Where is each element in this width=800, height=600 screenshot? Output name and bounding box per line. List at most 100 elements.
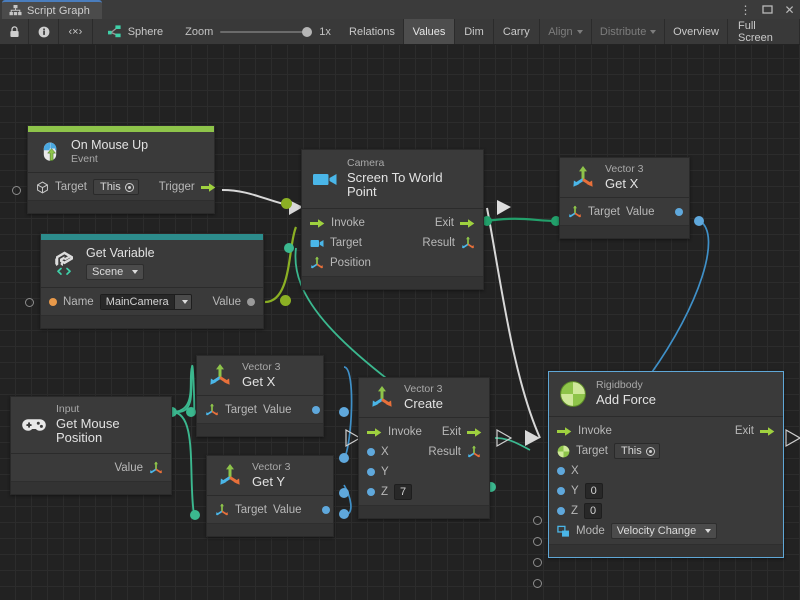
node-subtitle: Vector 3 bbox=[242, 361, 281, 373]
node-screen-to-world-point[interactable]: Camera Screen To World Point Invoke Exit bbox=[301, 149, 484, 291]
row-z: Z 7 bbox=[359, 482, 489, 502]
port-dot-getvariable-value-out[interactable] bbox=[280, 295, 291, 306]
zoom-slider-knob[interactable] bbox=[302, 26, 313, 37]
vector3-port-icon[interactable] bbox=[461, 236, 475, 250]
edge-mouse-to-getx-target bbox=[177, 364, 196, 413]
node-get-mouse-position[interactable]: Input Get Mouse Position Value bbox=[10, 396, 172, 496]
port-stub-addforce-y[interactable] bbox=[533, 537, 542, 546]
node-get-variable[interactable]: Get Variable Scene Name MainCamera bbox=[40, 233, 264, 329]
port-dot-stwp-position[interactable] bbox=[284, 243, 294, 253]
variable-name-combo[interactable]: MainCamera bbox=[99, 293, 192, 310]
camera-port-icon[interactable] bbox=[310, 238, 324, 249]
port-dot-create-result-out[interactable] bbox=[486, 482, 496, 492]
tab-script-graph[interactable]: Script Graph bbox=[2, 0, 102, 19]
node-vector3-create[interactable]: Vector 3 Create Invoke Exit bbox=[358, 377, 490, 520]
toolbar-button-align[interactable]: Align bbox=[540, 19, 593, 44]
flow-in-arrow-icon[interactable] bbox=[367, 427, 382, 438]
flow-out-arrow-icon[interactable] bbox=[467, 427, 482, 438]
vector3-port-icon[interactable] bbox=[205, 403, 219, 417]
port-dot-create-y-in[interactable] bbox=[339, 488, 349, 498]
vector3-port-icon[interactable] bbox=[215, 503, 229, 517]
node-footer bbox=[302, 276, 483, 290]
flow-out-arrow-icon[interactable] bbox=[460, 218, 475, 229]
port-dot-y[interactable] bbox=[557, 487, 565, 495]
port-dot-value[interactable] bbox=[321, 506, 330, 515]
port-dot-z[interactable] bbox=[367, 488, 375, 497]
row-invoke-exit: Invoke Exit bbox=[302, 213, 483, 233]
node-vector3-get-y[interactable]: Vector 3 Get Y bbox=[206, 455, 334, 538]
port-dot-name[interactable] bbox=[49, 297, 57, 306]
target-value-field[interactable]: This bbox=[92, 179, 139, 196]
port-dot-x[interactable] bbox=[557, 467, 565, 475]
mode-dropdown[interactable]: Velocity Change bbox=[610, 523, 718, 539]
chevron-down-icon[interactable] bbox=[173, 294, 191, 309]
vector3-port-icon[interactable] bbox=[467, 445, 481, 459]
port-dot-create-x-in[interactable] bbox=[339, 453, 349, 463]
row-position: Position bbox=[302, 253, 483, 273]
port-dot-value[interactable] bbox=[674, 208, 683, 217]
toolbar-button-carry[interactable]: Carry bbox=[494, 19, 540, 44]
port-stub-onmouseup-target[interactable] bbox=[12, 186, 21, 195]
source-code-button[interactable]: ‹×› bbox=[59, 19, 93, 44]
node-body: Target This Trigger bbox=[28, 173, 216, 201]
lock-button[interactable] bbox=[0, 19, 30, 44]
node-vector3-get-x-top[interactable]: Vector 3 Get X bbox=[559, 157, 690, 240]
port-dot-getx-value-out[interactable] bbox=[694, 216, 704, 226]
gameobject-icon bbox=[36, 181, 49, 194]
graph-object-selector[interactable]: Sphere bbox=[93, 19, 175, 44]
toolbar-button-full-screen[interactable]: Full Screen bbox=[728, 19, 800, 44]
flow-out-arrow-icon[interactable] bbox=[760, 426, 775, 437]
node-header: Vector 3 Create bbox=[359, 378, 489, 419]
node-vector3-get-x-mid[interactable]: Vector 3 Get X bbox=[196, 355, 324, 438]
flow-in-arrow-icon[interactable] bbox=[557, 426, 572, 437]
port-dot-value[interactable] bbox=[247, 297, 255, 306]
port-dot-gety-value-out[interactable] bbox=[339, 509, 349, 519]
port-dot-z[interactable] bbox=[557, 507, 565, 515]
port-dot-x[interactable] bbox=[367, 448, 375, 457]
row-z: Z 0 bbox=[549, 501, 783, 521]
window-maximize-icon[interactable] bbox=[761, 3, 774, 16]
port-dot-y[interactable] bbox=[367, 468, 375, 477]
port-dot-gety-target-in[interactable] bbox=[190, 510, 200, 520]
node-subtitle: Input bbox=[56, 403, 80, 415]
window-menu-icon[interactable]: ⋮ bbox=[739, 2, 752, 17]
info-button[interactable] bbox=[29, 19, 60, 44]
enum-port-icon[interactable] bbox=[557, 525, 570, 538]
z-value-field[interactable]: 7 bbox=[394, 484, 413, 501]
variable-kind-dropdown[interactable]: Scene bbox=[86, 263, 145, 280]
toolbar-button-distribute[interactable]: Distribute bbox=[592, 19, 665, 44]
vector3-port-icon[interactable] bbox=[310, 256, 324, 270]
graph-canvas[interactable]: On Mouse Up Event Target This bbox=[0, 45, 800, 600]
node-on-mouse-up[interactable]: On Mouse Up Event Target This bbox=[27, 125, 216, 215]
rigidbody-port-icon[interactable] bbox=[557, 445, 570, 458]
window-close-icon[interactable]: ✕ bbox=[784, 2, 795, 17]
port-stub-getvariable-name[interactable] bbox=[25, 298, 34, 307]
object-picker-icon[interactable] bbox=[645, 446, 655, 456]
node-add-force[interactable]: Rigidbody Add Force Invoke Exit bbox=[548, 371, 784, 558]
port-dot-getx-target-in[interactable] bbox=[551, 216, 561, 226]
tab-label: Script Graph bbox=[27, 4, 90, 17]
toolbar-button-dim[interactable]: Dim bbox=[455, 19, 494, 44]
toolbar-button-values[interactable]: Values bbox=[403, 19, 456, 44]
port-dot-stwp-target[interactable] bbox=[281, 198, 292, 209]
z-value-field[interactable]: 0 bbox=[584, 503, 603, 519]
vector3-port-icon[interactable] bbox=[149, 461, 163, 475]
zoom-slider[interactable] bbox=[220, 26, 313, 38]
vector3-port-icon[interactable] bbox=[568, 205, 582, 219]
object-picker-icon[interactable] bbox=[124, 182, 134, 192]
port-stub-addforce-mode[interactable] bbox=[533, 579, 542, 588]
target-value-field[interactable]: This bbox=[613, 443, 660, 459]
y-value-field[interactable]: 0 bbox=[584, 483, 603, 499]
zoom-control[interactable]: Zoom 1x bbox=[175, 19, 341, 44]
toolbar-button-relations[interactable]: Relations bbox=[341, 19, 404, 44]
port-dot-stwp-result-out[interactable] bbox=[482, 216, 492, 226]
flow-in-arrow-icon[interactable] bbox=[310, 218, 325, 229]
port-dot-getx-mid-value-out[interactable] bbox=[339, 407, 349, 417]
port-dot-getx-mid-target-in[interactable] bbox=[186, 407, 196, 417]
port-stub-addforce-z[interactable] bbox=[533, 558, 542, 567]
port-stub-addforce-x[interactable] bbox=[533, 516, 542, 525]
flow-out-arrow-icon[interactable] bbox=[200, 182, 216, 193]
toolbar-button-overview[interactable]: Overview bbox=[665, 19, 728, 44]
port-dot-value[interactable] bbox=[311, 406, 320, 415]
port-dot-mouse-value-out[interactable] bbox=[167, 407, 177, 417]
